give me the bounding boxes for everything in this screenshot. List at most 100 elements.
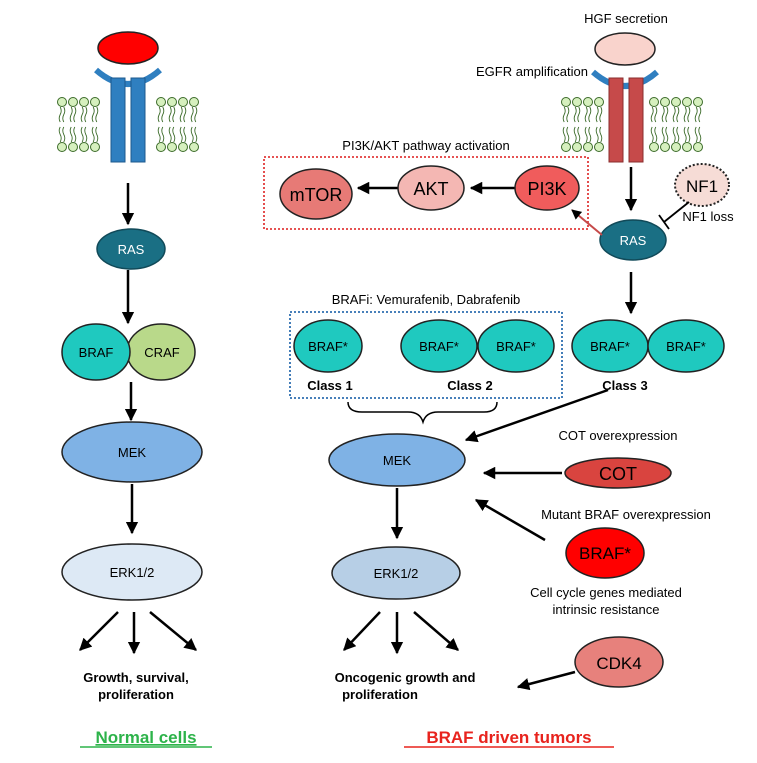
lipid-tail xyxy=(562,126,566,143)
ras-label-right: RAS xyxy=(620,233,647,248)
lipid-tail xyxy=(95,126,99,143)
class1-2-brace xyxy=(347,401,498,425)
ras-node-left: RAS xyxy=(96,228,166,270)
lipid-head xyxy=(57,97,67,107)
lipid-head xyxy=(156,142,166,152)
lipid-tail xyxy=(69,126,73,143)
lipid-tail xyxy=(676,106,680,123)
egfr-amplification-label: EGFR amplification xyxy=(476,64,588,79)
cot-overexpression-label: COT overexpression xyxy=(559,428,678,443)
lipid-tail xyxy=(599,126,603,143)
lipid-tail xyxy=(84,126,88,143)
class1-label: Class 1 xyxy=(307,378,353,393)
lipid-tail xyxy=(58,126,62,143)
ras-node-right: RAS xyxy=(599,219,667,261)
receptor-right xyxy=(591,32,659,163)
lipid-head xyxy=(693,142,703,152)
lipid-tail xyxy=(157,126,161,143)
arrow-class3-mek xyxy=(464,388,609,443)
mtor-node: mTOR xyxy=(279,168,353,220)
brafi-label: BRAFi: Vemurafenib, Dabrafenib xyxy=(332,292,521,307)
lipid-tail xyxy=(595,126,599,143)
lipid-head xyxy=(572,97,582,107)
lipid-tail xyxy=(183,126,187,143)
lipid-tail xyxy=(672,126,676,143)
erk-label-right: ERK1/2 xyxy=(374,566,419,581)
lipid-tail xyxy=(62,126,66,143)
braf-class1-label: BRAF* xyxy=(308,339,348,354)
ligand-red-icon xyxy=(97,31,159,65)
lipid-head xyxy=(90,142,100,152)
mek-label-right: MEK xyxy=(383,453,412,468)
craf-label-left: CRAF xyxy=(144,345,179,360)
lipid-tail xyxy=(661,106,665,123)
braf-red-label: BRAF* xyxy=(579,544,631,563)
lipid-tail xyxy=(665,126,669,143)
lipid-tail xyxy=(665,106,669,123)
lipid-head xyxy=(583,142,593,152)
lipid-tail xyxy=(650,126,654,143)
lipid-head xyxy=(68,142,78,152)
mtor-label: mTOR xyxy=(290,185,343,205)
lipid-tail xyxy=(584,126,588,143)
lipid-head xyxy=(189,142,199,152)
cell-cycle-label-2: intrinsic resistance xyxy=(553,602,660,617)
lipid-head xyxy=(178,142,188,152)
outcome-label-left-1: Growth, survival, xyxy=(83,670,188,685)
arrows-erk-outcome-left xyxy=(79,611,197,655)
lipid-tail xyxy=(80,106,84,123)
lipid-tail xyxy=(58,106,62,123)
lipid-tail xyxy=(84,106,88,123)
mutant-braf-overexpression-label: Mutant BRAF overexpression xyxy=(541,507,711,522)
lipid-head xyxy=(583,97,593,107)
lipid-tail xyxy=(183,106,187,123)
lipid-tail xyxy=(157,106,161,123)
lipid-tail xyxy=(577,126,581,143)
arrow-cdk4-outcome xyxy=(516,670,576,691)
mek-node-right: MEK xyxy=(328,433,466,487)
braf-tumors-title: BRAF driven tumors xyxy=(426,728,591,747)
lipid-head xyxy=(167,142,177,152)
cdk4-node: CDK4 xyxy=(574,636,664,688)
lipid-tail xyxy=(588,106,592,123)
cell-cycle-label-1: Cell cycle genes mediated xyxy=(530,585,682,600)
hgf-secretion-label: HGF secretion xyxy=(584,11,668,26)
lipid-tail xyxy=(672,106,676,123)
lipid-head xyxy=(156,97,166,107)
cot-node: COT xyxy=(564,457,672,489)
erk-node-left: ERK1/2 xyxy=(61,543,203,601)
lipid-tail xyxy=(161,106,165,123)
receptor-left xyxy=(94,31,162,163)
lipid-tail xyxy=(73,126,77,143)
lipid-tail xyxy=(683,106,687,123)
lipid-tail xyxy=(661,126,665,143)
lipid-head xyxy=(682,142,692,152)
braf-craf-dimer: BRAF CRAF xyxy=(61,323,196,381)
lipid-head xyxy=(90,97,100,107)
lipid-head xyxy=(79,97,89,107)
lipid-head xyxy=(189,97,199,107)
braf-label-left: BRAF xyxy=(79,345,114,360)
pi3k-label: PI3K xyxy=(527,179,566,199)
lipid-tail xyxy=(573,126,577,143)
arrow-ras-pi3k xyxy=(571,209,603,236)
braf-red-node: BRAF* xyxy=(565,527,645,579)
braf-class2-label-a: BRAF* xyxy=(419,339,459,354)
lipid-head xyxy=(594,97,604,107)
brafi-box xyxy=(289,311,563,399)
lipid-head xyxy=(671,97,681,107)
lipid-tail xyxy=(698,126,702,143)
braf-class3-label-b: BRAF* xyxy=(666,339,706,354)
lipid-tail xyxy=(595,106,599,123)
lipid-tail xyxy=(683,126,687,143)
mek-node-left: MEK xyxy=(61,421,203,483)
erk-node-right: ERK1/2 xyxy=(331,546,461,600)
akt-label: AKT xyxy=(413,179,448,199)
lipid-head xyxy=(561,97,571,107)
lipid-head xyxy=(660,97,670,107)
nf1-inhibition-line xyxy=(658,201,690,230)
lipid-head xyxy=(594,142,604,152)
lipid-tail xyxy=(69,106,73,123)
lipid-tail xyxy=(654,106,658,123)
nf1-label: NF1 xyxy=(686,177,718,196)
